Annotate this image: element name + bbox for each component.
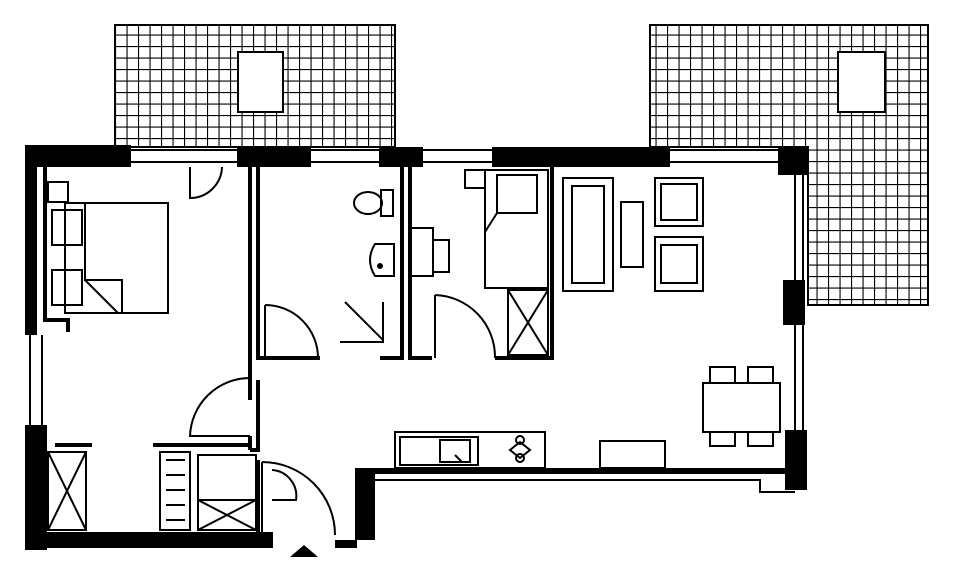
sink <box>369 243 395 277</box>
outer-walls <box>25 145 808 550</box>
bed <box>47 181 169 314</box>
windows <box>29 149 804 493</box>
shower <box>340 301 384 343</box>
wardrobe <box>47 451 257 531</box>
doors <box>188 166 497 536</box>
armchairs <box>654 177 704 292</box>
toilet <box>353 189 394 217</box>
dining-table <box>702 366 781 447</box>
terrace-left <box>114 24 396 148</box>
interior-walls <box>43 167 554 535</box>
sofa <box>562 177 644 292</box>
kitchen-counter <box>394 431 666 469</box>
shower-room-fixtures <box>410 169 549 356</box>
entrance-arrow-icon <box>290 545 318 557</box>
